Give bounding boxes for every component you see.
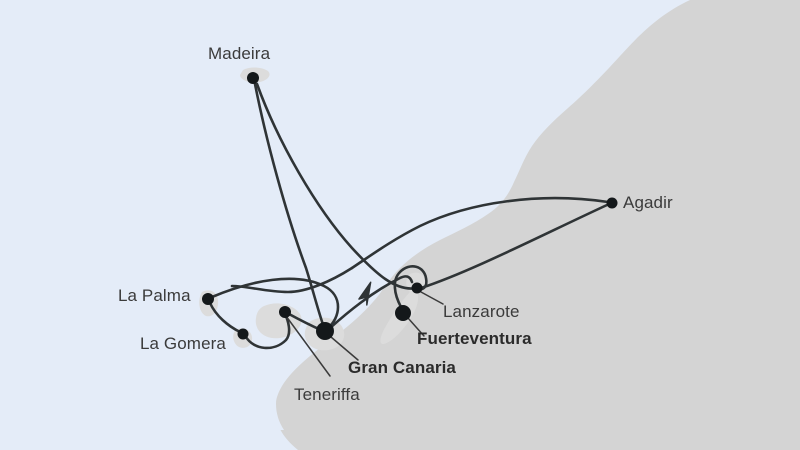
leader-gran-canaria xyxy=(330,336,359,361)
port-label-la-palma: La Palma xyxy=(118,286,191,305)
route-gran-canaria-fuerteventura xyxy=(328,275,414,330)
port-dot-teneriffa xyxy=(279,306,291,318)
route-la-gomera-teneriffa xyxy=(244,312,291,350)
port-label-teneriffa: Teneriffa xyxy=(294,385,360,404)
port-dots xyxy=(202,72,618,340)
port-dot-gran-canaria xyxy=(316,322,334,340)
route-la-palma-la-gomera xyxy=(208,301,242,334)
direction-arrow-icon xyxy=(358,281,372,306)
route-lines xyxy=(208,82,610,350)
port-label-madeira: Madeira xyxy=(208,44,271,63)
port-label-lanzarote: Lanzarote xyxy=(443,302,520,321)
route-lanzarote-agadir xyxy=(419,203,609,290)
route-agadir-west-continuation xyxy=(230,266,354,294)
port-label-agadir: Agadir xyxy=(623,193,673,212)
leader-lanzarote xyxy=(420,291,444,305)
leader-teneriffa xyxy=(285,315,331,377)
port-dot-madeira xyxy=(247,72,259,84)
label-leader-lines xyxy=(285,291,444,377)
port-dot-la-gomera xyxy=(237,328,249,340)
port-dot-la-palma xyxy=(202,293,214,305)
port-dot-fuerteventura xyxy=(395,305,411,321)
mainland-landmass xyxy=(275,0,800,450)
port-label-fuerteventura: Fuerteventura xyxy=(417,329,532,348)
port-label-la-gomera: La Gomera xyxy=(140,334,226,353)
route-agadir-madeira xyxy=(350,196,610,270)
leader-fuerteventura xyxy=(407,317,425,337)
port-dot-agadir xyxy=(606,197,618,209)
route-madeira-gran-canaria xyxy=(253,82,327,332)
port-dot-lanzarote xyxy=(411,282,423,294)
port-label-gran-canaria: Gran Canaria xyxy=(348,358,456,377)
